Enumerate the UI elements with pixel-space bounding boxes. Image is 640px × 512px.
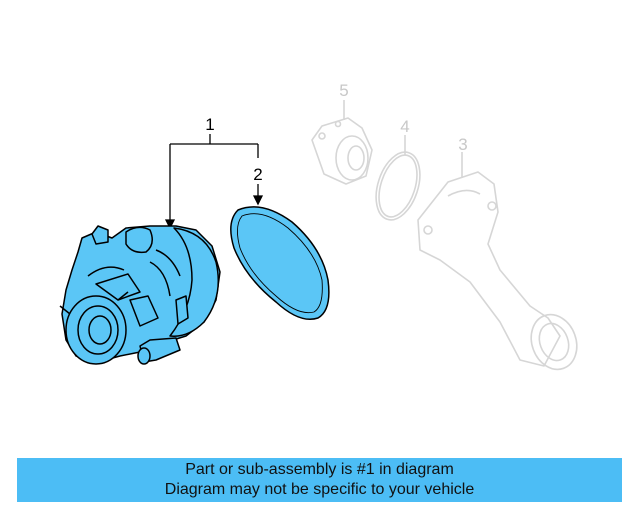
callout-label-4: 4 [400, 117, 409, 136]
callout-label-2: 2 [253, 165, 262, 184]
water-pump-part-1 [59, 225, 221, 365]
thermostat-housing-part-5 [311, 100, 373, 185]
disclaimer-banner: Part or sub-assembly is #1 in diagram Di… [17, 458, 622, 502]
callout-label-3: 3 [458, 135, 467, 154]
o-ring-part-4 [375, 135, 421, 221]
leader-line-part-1 [164, 134, 264, 230]
banner-line-1: Part or sub-assembly is #1 in diagram [185, 461, 454, 478]
banner-line-2: Diagram may not be specific to your vehi… [164, 481, 475, 498]
callout-label-1: 1 [205, 115, 214, 134]
callout-label-5: 5 [339, 81, 348, 100]
coolant-pipe-part-3 [417, 152, 578, 371]
gasket-part-2 [230, 206, 330, 320]
